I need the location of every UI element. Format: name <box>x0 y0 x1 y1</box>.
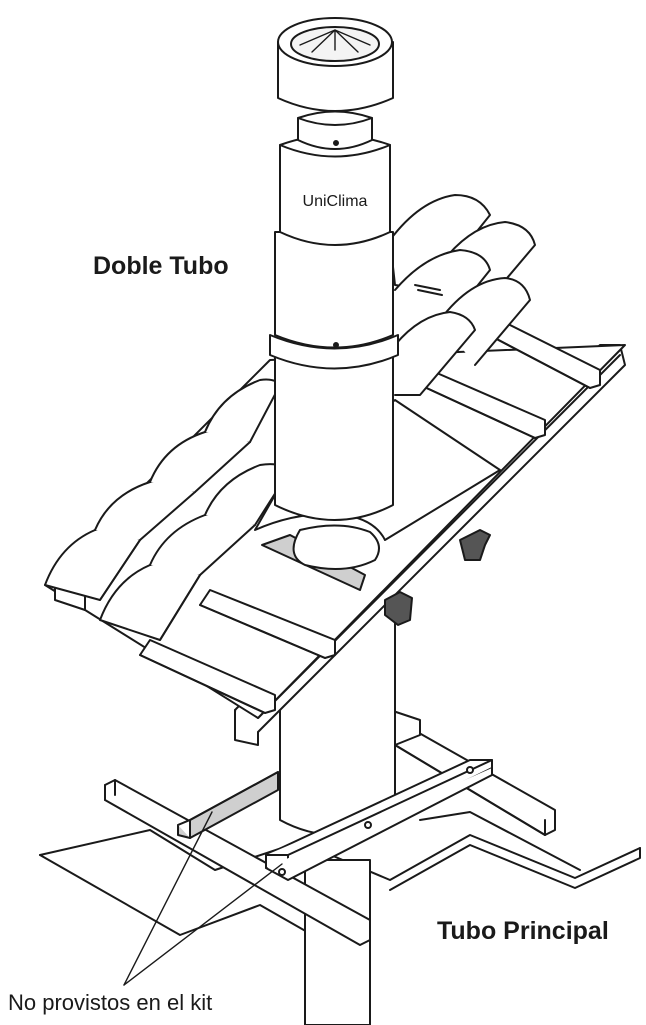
roof-brackets <box>384 529 491 626</box>
pipe-brand-label: UniClima <box>302 193 368 210</box>
leader-lines <box>123 811 283 986</box>
main-pipe-label: Tubo Principal <box>437 917 609 945</box>
angle-support-left <box>177 771 279 839</box>
roof-tiles-right <box>389 194 536 396</box>
chimney-cap <box>277 17 394 150</box>
double-pipe-label: Doble Tubo <box>93 252 229 280</box>
not-included-note: No provistos en el kit <box>8 990 213 1015</box>
double-pipe <box>269 134 399 521</box>
roof-tiles-left <box>44 378 291 641</box>
angle-support-right <box>265 759 493 881</box>
